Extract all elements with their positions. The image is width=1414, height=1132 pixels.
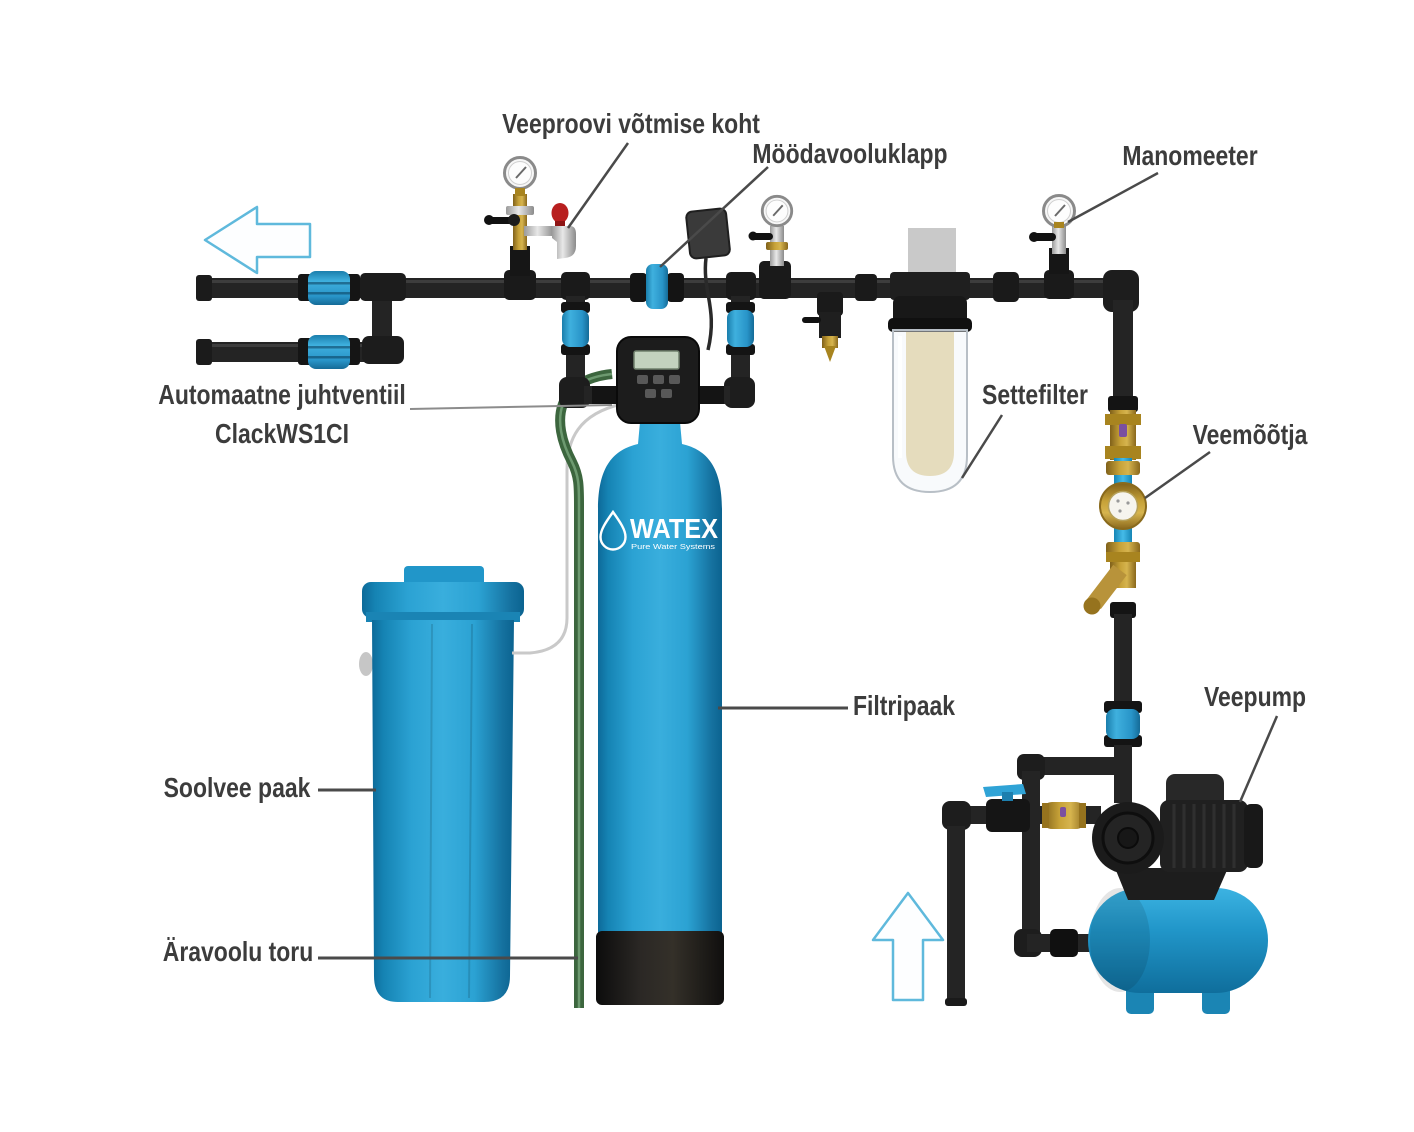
right-drop-pipe <box>696 272 756 408</box>
filter-bracket <box>908 228 956 280</box>
manometer <box>1029 194 1076 299</box>
filter-tank: WATEX Pure Water Systems <box>596 414 724 1005</box>
label-bypass-valve: Möödavooluklapp <box>752 138 948 169</box>
bypass-gauge <box>748 194 794 299</box>
label-sampling-point: Veeproovi võtmise koht <box>502 108 760 139</box>
flow-arrow-left <box>203 205 312 275</box>
watex-logo: WATEX Pure Water Systems <box>599 509 718 551</box>
water-pump <box>1092 774 1263 900</box>
left-drop-pipe <box>559 272 620 408</box>
faucet-arm <box>524 226 554 236</box>
check-valve <box>1042 802 1086 829</box>
label-control-valve-line2: ClackWS1CI <box>215 418 349 449</box>
valve-display <box>633 350 680 370</box>
meter-line <box>1083 396 1147 803</box>
water-meter <box>1099 482 1147 530</box>
brine-overflow-elbow <box>359 652 373 676</box>
brine-tank-lid <box>362 582 524 618</box>
pipe-union-bottom-left <box>298 335 360 369</box>
sampling-gauge-icon <box>503 156 537 190</box>
faucet-spout <box>552 226 576 259</box>
control-valve-head <box>592 336 724 424</box>
transformer-box <box>685 207 731 260</box>
label-water-pump: Veepump <box>1203 681 1307 712</box>
label-drain-pipe: Äravoolu toru <box>162 936 314 967</box>
shutoff-valve-lever <box>983 784 1026 797</box>
brine-tube <box>512 402 623 655</box>
pipe-union-top-left <box>298 271 360 305</box>
watex-droplet-icon <box>599 509 627 551</box>
pressure-tank-body <box>1088 888 1268 993</box>
valve-buttons <box>637 375 680 398</box>
transformer-cable <box>703 257 714 351</box>
label-sediment-filter: Settefilter <box>982 379 1088 410</box>
label-manometer: Manomeeter <box>1122 140 1258 171</box>
label-filter-tank: Filtripaak <box>852 690 956 721</box>
sampling-valve <box>484 156 576 300</box>
brine-tank-body <box>372 620 514 1002</box>
filter-tank-base <box>596 931 724 1005</box>
filter-tank-body <box>598 422 722 940</box>
flow-arrow-up <box>871 891 945 1002</box>
bypass-valve <box>630 264 684 309</box>
shutoff-valve <box>983 784 1030 832</box>
sediment-filter <box>888 228 972 494</box>
main-pipe <box>196 270 1139 400</box>
leader-lines <box>318 142 1279 960</box>
y-strainer <box>1083 552 1140 615</box>
label-water-meter: Veemõõtja <box>1192 419 1308 450</box>
watex-brand-text: WATEX <box>630 513 718 544</box>
watex-tagline-text: Pure Water Systems <box>631 542 715 551</box>
filter-cartridge <box>906 332 954 476</box>
faucet-handle <box>551 203 569 223</box>
filter-housing <box>892 329 968 494</box>
pump-pipes <box>942 754 1123 1006</box>
brine-tank <box>359 566 524 1002</box>
brine-tank-lid-skirt <box>366 612 520 622</box>
label-brine-tank: Soolvee paak <box>163 772 311 803</box>
label-control-valve-line1: Automaatne juhtventiil <box>158 379 406 410</box>
bypass-gauge-icon <box>760 194 794 228</box>
pump-motor-endcap <box>1244 804 1263 868</box>
air-valve <box>802 292 843 362</box>
